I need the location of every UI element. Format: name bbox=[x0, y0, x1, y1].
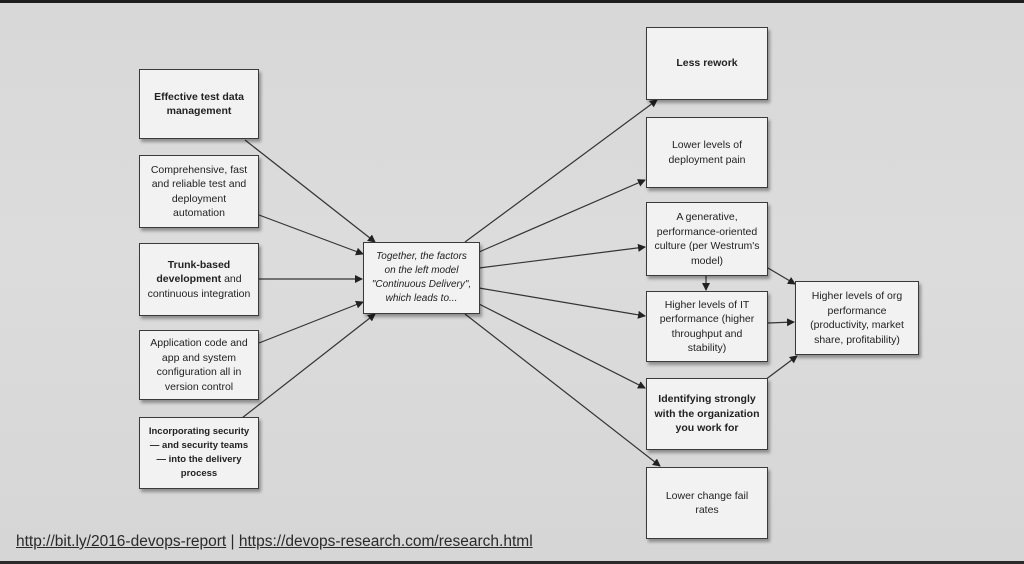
arrow-center-2 bbox=[478, 179, 646, 253]
factor-label-rest: and continuous integration bbox=[147, 273, 251, 300]
factor-label: Incorporating security — and security te… bbox=[148, 426, 250, 479]
factor-label: Comprehensive, fast and reliable test an… bbox=[150, 163, 248, 220]
arrow-center-3 bbox=[478, 243, 646, 269]
link-separator: | bbox=[226, 533, 239, 550]
outcome-label: Lower levels of deployment pain bbox=[668, 139, 746, 166]
arrow-center-6 bbox=[464, 313, 661, 467]
arrow-left-2 bbox=[258, 214, 364, 256]
outcome-label: Less rework bbox=[676, 57, 738, 70]
screen-top-edge bbox=[0, 0, 1024, 3]
footer-references: http://bit.ly/2016-devops-report | https… bbox=[16, 533, 533, 551]
factor-version-control: Application code and app and system conf… bbox=[139, 330, 259, 400]
outcome-generative-culture: A generative, performance-oriented cultu… bbox=[646, 202, 768, 276]
report-link[interactable]: http://bit.ly/2016-devops-report bbox=[16, 533, 227, 550]
arrow-left-4 bbox=[258, 300, 364, 344]
factor-label-bold: Trunk-based development bbox=[156, 258, 231, 286]
outcome-label: Higher levels of IT performance (higher … bbox=[659, 298, 755, 355]
outcome-organization-identity: Identifying strongly with the organizati… bbox=[646, 378, 768, 450]
factor-trunk-based-development: Trunk-based development and continuous i… bbox=[139, 243, 259, 316]
screen-bottom-edge bbox=[0, 561, 1024, 564]
final-label: Higher levels of org performance (produc… bbox=[810, 290, 904, 346]
factor-test-automation: Comprehensive, fast and reliable test an… bbox=[139, 155, 259, 228]
arrow-center-4 bbox=[478, 287, 646, 319]
arrow-center-1 bbox=[464, 99, 658, 243]
arrow-left-1 bbox=[244, 139, 376, 243]
factor-test-data-management: Effective test data management bbox=[139, 69, 259, 139]
research-link[interactable]: https://devops-research.com/research.htm… bbox=[238, 533, 533, 550]
factor-label: Application code and app and system conf… bbox=[150, 337, 248, 393]
outcome-label: Identifying strongly with the organizati… bbox=[654, 393, 760, 435]
continuous-delivery-box: Together, the factors on the left model … bbox=[363, 242, 480, 314]
center-label: Together, the factors on the left model … bbox=[371, 251, 472, 304]
outcome-label: A generative, performance-oriented cultu… bbox=[654, 211, 760, 267]
outcome-less-rework: Less rework bbox=[646, 27, 768, 100]
factor-label: Effective test data management bbox=[154, 90, 244, 118]
factor-security: Incorporating security — and security te… bbox=[139, 417, 259, 489]
arrow-left-5 bbox=[241, 313, 376, 419]
arrow-it-to-org bbox=[767, 318, 795, 327]
org-performance-box: Higher levels of org performance (produc… bbox=[795, 281, 919, 355]
arrow-identity-to-org bbox=[764, 355, 798, 381]
arrow-center-5 bbox=[478, 303, 646, 389]
factor-label: Trunk-based development and continuous i… bbox=[146, 258, 252, 302]
outcome-deployment-pain: Lower levels of deployment pain bbox=[646, 117, 768, 188]
arrow-culture-to-org bbox=[767, 267, 796, 285]
outcome-label: Lower change fail rates bbox=[665, 489, 749, 517]
outcome-it-performance: Higher levels of IT performance (higher … bbox=[646, 291, 768, 362]
outcome-change-fail-rates: Lower change fail rates bbox=[646, 467, 768, 539]
